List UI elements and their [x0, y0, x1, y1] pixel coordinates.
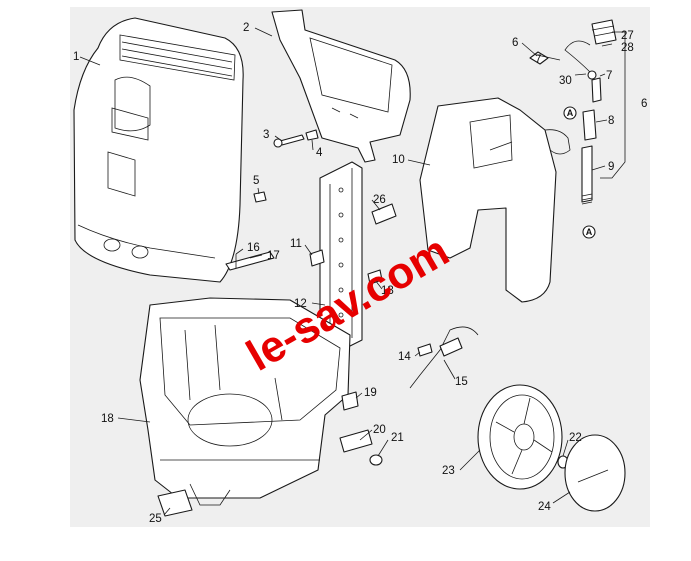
label-17: 17	[267, 250, 280, 262]
label-27: 27	[621, 30, 634, 42]
label-5: 5	[253, 175, 259, 187]
label-2: 2	[243, 22, 249, 34]
label-30: 30	[559, 75, 572, 87]
label-16: 16	[247, 242, 260, 254]
label-28: 28	[621, 42, 634, 54]
handle	[271, 9, 411, 163]
hub-cap	[564, 434, 626, 512]
label-26: 26	[373, 194, 386, 206]
label-12: 12	[294, 298, 307, 310]
marker-a-lower-text: A	[586, 227, 593, 237]
leader-lines	[79, 27, 626, 516]
label-4: 4	[316, 147, 323, 159]
label-8: 8	[608, 115, 614, 127]
label-6-upper: 6	[512, 37, 518, 49]
label-15: 15	[455, 376, 468, 388]
front-cover	[73, 17, 244, 283]
label-23: 23	[442, 465, 455, 477]
wheel	[477, 384, 563, 490]
label-9: 9	[608, 161, 614, 173]
screw-and-washer	[273, 129, 319, 148]
foot	[157, 489, 193, 517]
label-25: 25	[149, 513, 162, 525]
label-18: 18	[101, 413, 114, 425]
cap-and-hose	[529, 19, 617, 205]
label-21: 21	[391, 432, 404, 444]
label-7-right: 7	[606, 70, 612, 82]
label-10: 10	[392, 154, 405, 166]
bracket	[225, 251, 275, 271]
label-14: 14	[398, 351, 411, 363]
label-13: 13	[381, 285, 394, 297]
label-24: 24	[538, 501, 551, 513]
clip	[253, 191, 267, 203]
label-19: 19	[364, 387, 377, 399]
label-7-upper: 7	[535, 54, 541, 66]
marker-a-upper-text: A	[567, 108, 574, 118]
bushings	[309, 203, 397, 285]
part-labels: 1 2 3 4 5 6 6 7 7 8 9 10 11 12 13 14 15 …	[73, 22, 647, 525]
label-1: 1	[73, 51, 79, 63]
axle	[339, 429, 383, 466]
power-cable	[409, 326, 479, 389]
marker-a-lower: A	[582, 225, 596, 239]
label-11: 11	[290, 238, 302, 250]
rear-housing	[419, 97, 571, 303]
label-22: 22	[569, 432, 582, 444]
label-20: 20	[373, 424, 386, 436]
label-3: 3	[263, 129, 269, 141]
label-6-right: 6	[641, 98, 647, 110]
marker-a-upper: A	[563, 106, 577, 120]
base-chassis	[139, 297, 351, 506]
clip-19	[341, 391, 359, 411]
